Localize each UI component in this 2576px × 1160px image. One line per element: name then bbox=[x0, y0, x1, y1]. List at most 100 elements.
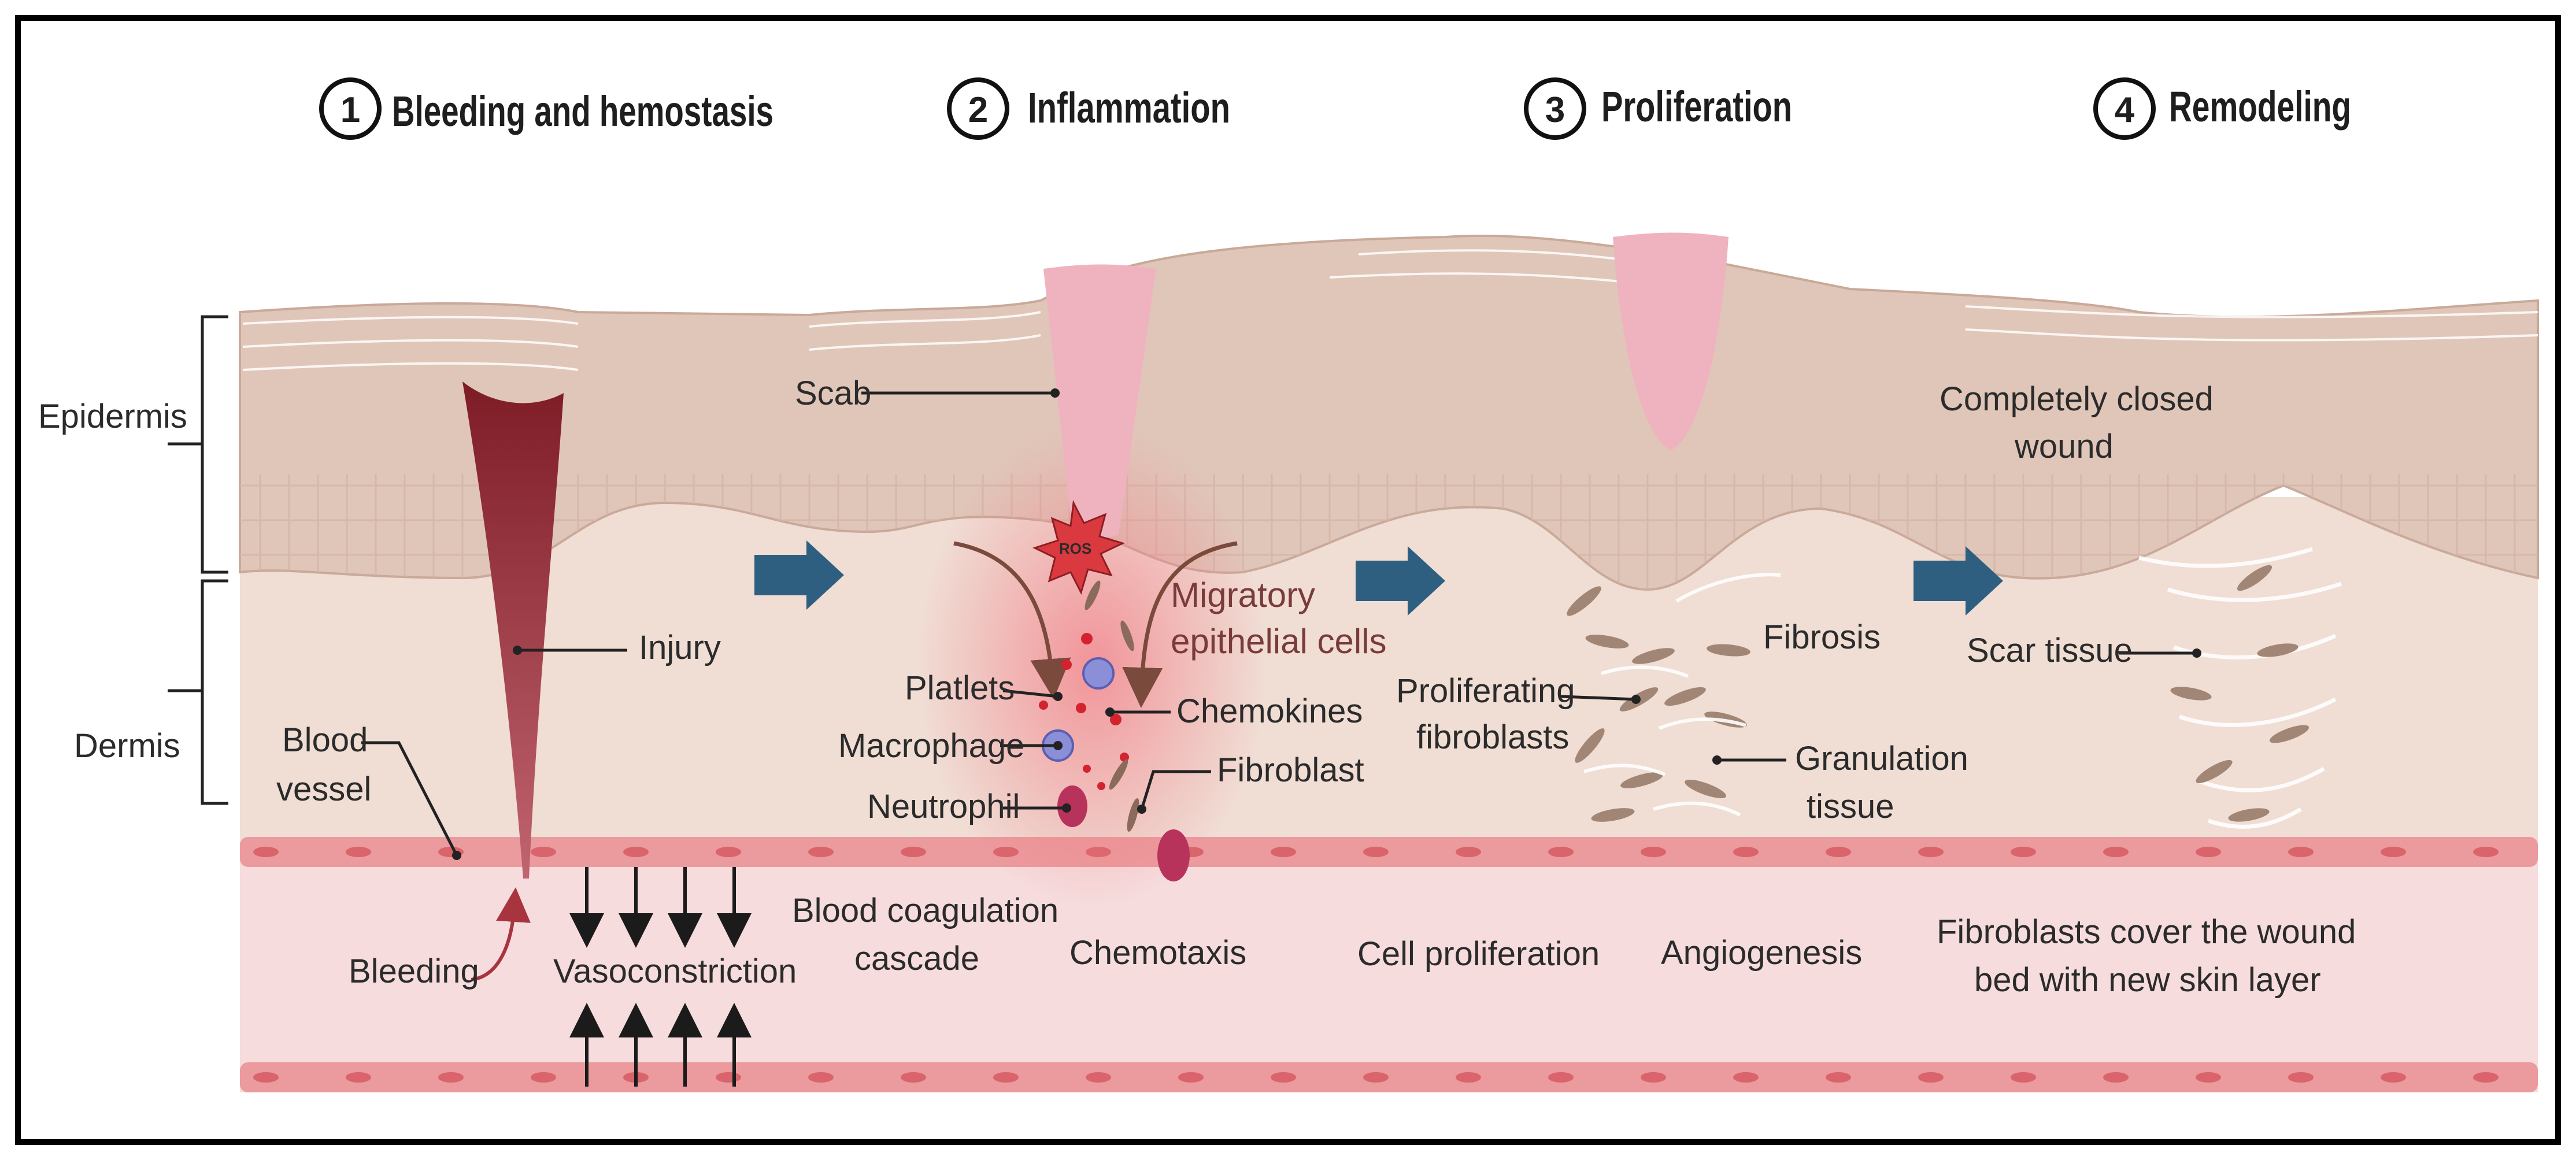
endothelial-cell-nucleus bbox=[1733, 1072, 1759, 1083]
blood-vessel-band bbox=[240, 838, 2538, 1092]
endothelial-cell-nucleus bbox=[2011, 847, 2036, 857]
fibroblast-label: Fibroblast bbox=[1217, 751, 1364, 789]
endothelial-cell-nucleus bbox=[1086, 1072, 1111, 1083]
epidermis-bracket bbox=[168, 315, 228, 574]
endothelial-cell-nucleus bbox=[2196, 1072, 2221, 1083]
endothelial-cell-nucleus bbox=[2473, 1072, 2499, 1083]
endothelial-cell-nucleus bbox=[438, 1072, 464, 1083]
coagulation-label-1: Blood coagulation bbox=[792, 892, 1058, 929]
endothelial-cell-nucleus bbox=[716, 1072, 741, 1083]
stage-1-header: 1 Bleeding and hemostasis bbox=[319, 77, 773, 140]
macrophage-label: Macrophage bbox=[838, 727, 1024, 765]
endothelial-cell-nucleus bbox=[2288, 1072, 2314, 1083]
endothelial-cell-nucleus bbox=[1826, 847, 1851, 857]
scab-label: Scab bbox=[795, 375, 871, 412]
endothelial-cell-nucleus bbox=[253, 847, 279, 857]
endothelial-cell-nucleus bbox=[2288, 847, 2314, 857]
endothelial-cell-nucleus bbox=[1641, 1072, 1666, 1083]
endothelial-cell-nucleus bbox=[623, 847, 649, 857]
stage-arrow-2 bbox=[1356, 546, 1445, 616]
stage-2-title: Inflammation bbox=[1028, 84, 1230, 132]
endothelial-cell-nucleus bbox=[1548, 847, 1574, 857]
endothelial-cell-nucleus bbox=[1641, 847, 1666, 857]
neutrophil-label: Neutrophil bbox=[867, 788, 1020, 825]
dermis-bracket bbox=[168, 579, 228, 805]
platlets-leader bbox=[1002, 689, 1058, 698]
endothelial-cell-nucleus bbox=[346, 1072, 371, 1083]
endothelial-cell-nucleus bbox=[808, 847, 834, 857]
injury-label: Injury bbox=[639, 629, 721, 666]
fibrosis-fibers bbox=[1583, 573, 1781, 817]
endothelial-cell-nucleus bbox=[1271, 1072, 1296, 1083]
ros-label: ROS bbox=[1059, 540, 1091, 557]
stage-1-title: Bleeding and hemostasis bbox=[392, 87, 773, 135]
vessel-wall-top bbox=[240, 837, 2538, 867]
endothelial-cell-nucleus bbox=[901, 1072, 926, 1083]
chemokines-label: Chemokines bbox=[1176, 692, 1363, 730]
angiogenesis-label: Angiogenesis bbox=[1661, 934, 1862, 972]
stage-3-badge bbox=[1524, 77, 1586, 140]
coagulation-label-2: cascade bbox=[854, 940, 979, 977]
stage-2-number: 2 bbox=[968, 90, 988, 130]
migratory-arrow-left bbox=[953, 541, 1071, 699]
vasoconstriction-arrows bbox=[569, 867, 752, 1087]
endothelial-cell-nucleus bbox=[993, 1072, 1019, 1083]
proliferating-fibroblasts-dot bbox=[1631, 695, 1641, 704]
endothelial-cell-nucleus bbox=[1826, 1072, 1851, 1083]
proliferation-scab bbox=[1613, 232, 1729, 451]
endothelial-cell-nucleus bbox=[1271, 847, 1296, 857]
dermis-label: Dermis bbox=[74, 727, 180, 765]
migratory-arrow-right bbox=[1122, 541, 1238, 708]
cell-proliferation-label: Cell proliferation bbox=[1357, 935, 1600, 973]
closed-wound-label-2: wound bbox=[2014, 428, 2114, 465]
stage-3-title: Proliferation bbox=[1601, 83, 1792, 131]
granulation-label-2: tissue bbox=[1807, 788, 1894, 825]
cover-label-1: Fibroblasts cover the wound bbox=[1937, 913, 2356, 951]
endothelial-cell-nucleus bbox=[808, 1072, 834, 1083]
blood-vessel-dot bbox=[452, 851, 461, 860]
bleeding-label: Bleeding bbox=[349, 953, 479, 990]
endothelial-cell-nucleus bbox=[2473, 847, 2499, 857]
cover-label-2: bed with new skin layer bbox=[1974, 961, 2321, 999]
blood-vessel-label-1: Blood bbox=[282, 721, 368, 759]
blood-vessel-label-2: vessel bbox=[276, 770, 371, 808]
stage-2-badge bbox=[947, 77, 1009, 140]
closed-wound-label-1: Completely closed bbox=[1940, 380, 2214, 418]
vasoconstriction-label: Vasoconstriction bbox=[553, 953, 797, 990]
chemotaxis-label: Chemotaxis bbox=[1069, 934, 1246, 972]
scar-tissue-label: Scar tissue bbox=[1967, 632, 2133, 669]
fibroblast-leader bbox=[1140, 770, 1211, 810]
platlets-label: Platlets bbox=[905, 669, 1015, 707]
injury-dot bbox=[513, 646, 522, 655]
scar-tissue-dot bbox=[2192, 648, 2201, 658]
endothelial-cell-nucleus bbox=[1363, 1072, 1389, 1083]
granulation-label-1: Granulation bbox=[1795, 740, 1968, 777]
ros-star bbox=[1032, 499, 1126, 595]
endothelial-cell-nucleus bbox=[1548, 1072, 1574, 1083]
platlets-dot bbox=[1053, 692, 1063, 701]
endothelial-cell-nucleus bbox=[2381, 847, 2406, 857]
injury-wound bbox=[462, 381, 564, 879]
endothelial-cell-nucleus bbox=[1178, 1072, 1204, 1083]
endothelial-cell-nucleus bbox=[2103, 1072, 2129, 1083]
endothelial-cell-nucleus bbox=[346, 847, 371, 857]
endothelial-cell-nucleus bbox=[2011, 1072, 2036, 1083]
stage-3-number: 3 bbox=[1545, 90, 1565, 130]
proliferating-fibroblasts-leader bbox=[1560, 695, 1637, 701]
endothelial-cell-nucleus bbox=[531, 847, 556, 857]
endothelial-cell-nucleus bbox=[531, 1072, 556, 1083]
endothelial-cell-nucleus bbox=[1918, 1072, 1944, 1083]
blood-vessel-leader bbox=[361, 741, 458, 857]
dermis-layer bbox=[240, 497, 2538, 844]
endothelial-cell-nucleus bbox=[1733, 847, 1759, 857]
stage-3-header: 3 Proliferation bbox=[1524, 77, 1792, 140]
scab-dot bbox=[1050, 388, 1060, 398]
vessel-wall-bottom bbox=[240, 1062, 2538, 1092]
migratory-label-1: Migratory bbox=[1171, 576, 1315, 614]
inflammatory-cells bbox=[1039, 580, 1190, 881]
stage-1-number: 1 bbox=[340, 90, 360, 130]
migratory-label-2: epithelial cells bbox=[1171, 622, 1387, 661]
stage-4-badge bbox=[2093, 77, 2156, 140]
stage-4-number: 4 bbox=[2115, 90, 2135, 130]
